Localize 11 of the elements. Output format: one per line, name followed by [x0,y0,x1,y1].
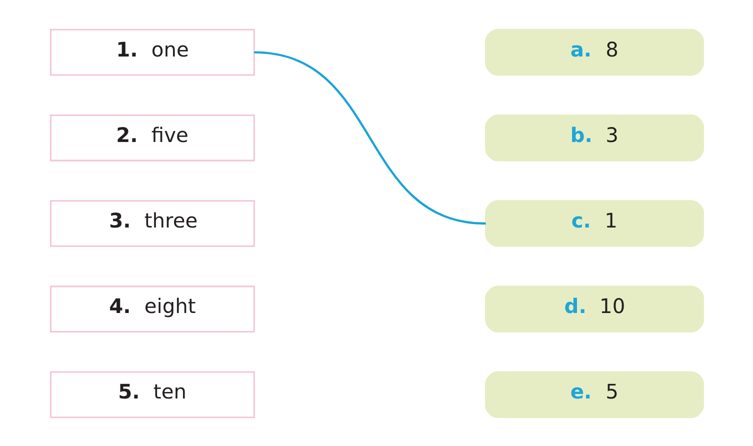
node-box: b. 3 [484,114,704,161]
node-box: 5. ten [49,370,254,418]
node-box: 3. three [49,200,254,246]
node-box: 2. five [49,114,254,161]
node-box: d. 10 [484,285,704,332]
connector [254,50,486,224]
node-box: 4. eight [49,285,254,332]
node-box: e. 5 [484,370,704,418]
node-box: c. 1 [484,200,704,246]
node-box: 1. one [49,28,254,76]
node-box: a. 8 [484,28,704,76]
